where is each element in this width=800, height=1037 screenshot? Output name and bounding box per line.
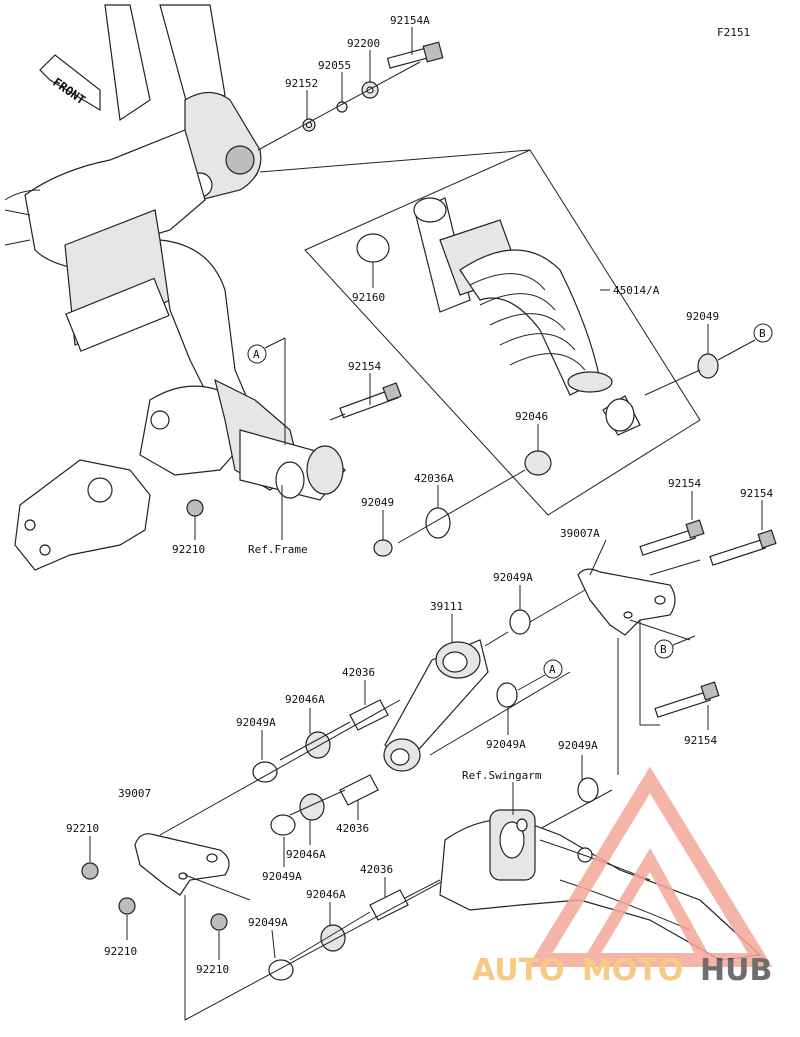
right-bolts bbox=[639, 519, 777, 718]
part-label-92049a-4: 92049A bbox=[558, 739, 598, 752]
frame-drawing bbox=[4, 4, 346, 571]
part-label-92154-low: 92154 bbox=[684, 734, 717, 747]
automotohub-logo: AUTO MOTO HUB bbox=[472, 766, 773, 988]
leader-lines bbox=[89, 27, 763, 960]
front-arrow: FRONT bbox=[39, 54, 101, 112]
svg-text:A: A bbox=[549, 663, 556, 676]
part-label-92154-r1: 92154 bbox=[668, 477, 701, 490]
part-label-92210-3: 92210 bbox=[196, 963, 229, 976]
part-label-92154-r2: 92154 bbox=[740, 487, 773, 500]
svg-text:B: B bbox=[759, 327, 766, 340]
logo-text-hub: HUB bbox=[700, 953, 772, 988]
part-label-92154-frame: 92154 bbox=[348, 360, 381, 373]
part-label-92210-2: 92210 bbox=[104, 945, 137, 958]
part-label-39111: 39111 bbox=[430, 600, 463, 613]
callout-b-bottom: B bbox=[654, 639, 674, 659]
diagram-code: F2151 bbox=[717, 26, 750, 39]
linkage-rod-39111 bbox=[383, 589, 586, 772]
part-label-92049a-6: 92049A bbox=[248, 916, 288, 929]
part-label-92049a-2: 92049A bbox=[236, 716, 276, 729]
top-hardware bbox=[257, 41, 444, 151]
part-label-92152: 92152 bbox=[285, 77, 318, 90]
part-label-92046-top: 92046 bbox=[515, 410, 548, 423]
part-label-45014a: 45014/A bbox=[613, 284, 660, 297]
part-label-92160: 92160 bbox=[352, 291, 385, 304]
part-label-92154a: 92154A bbox=[390, 14, 430, 27]
collars-bearings-washers bbox=[159, 609, 599, 981]
callout-b-top: B bbox=[753, 323, 773, 343]
part-label-39007a: 39007A bbox=[560, 527, 600, 540]
callout-a-top: A bbox=[247, 344, 267, 364]
part-label-92210-1: 92210 bbox=[66, 822, 99, 835]
part-label-92049a-5: 92049A bbox=[262, 870, 302, 883]
bracket-39007 bbox=[81, 789, 613, 1021]
logo-text-moto: MOTO bbox=[582, 953, 683, 988]
part-label-92200: 92200 bbox=[347, 37, 380, 50]
part-label-39007: 39007 bbox=[118, 787, 151, 800]
part-label-42036-2: 42036 bbox=[336, 822, 369, 835]
part-label-92049a-1: 92049A bbox=[493, 571, 533, 584]
logo-text-auto: AUTO bbox=[472, 953, 565, 988]
part-label-92055: 92055 bbox=[318, 59, 351, 72]
part-label-42036-1: 42036 bbox=[342, 666, 375, 679]
part-label-92049-top: 92049 bbox=[686, 310, 719, 323]
part-label-92049-mid: 92049 bbox=[361, 496, 394, 509]
part-label-92049a-3: 92049A bbox=[486, 738, 526, 751]
part-label-42036a: 42036A bbox=[414, 472, 454, 485]
shock-absorber-group bbox=[259, 149, 756, 516]
part-label-92046a-1: 92046A bbox=[285, 693, 325, 706]
bracket-39007a bbox=[577, 568, 691, 775]
callout-a-bottom: A bbox=[543, 659, 563, 679]
part-labels: F2151 92154A 92200 92055 92152 92160 450… bbox=[66, 14, 773, 976]
svg-text:A: A bbox=[253, 348, 260, 361]
part-label-92046a-2: 92046A bbox=[286, 848, 326, 861]
ref-swingarm-label: Ref.Swingarm bbox=[462, 769, 542, 782]
part-label-92210-frame: 92210 bbox=[172, 543, 205, 556]
part-label-42036-3: 42036 bbox=[360, 863, 393, 876]
svg-text:B: B bbox=[660, 643, 667, 656]
ref-frame-label: Ref.Frame bbox=[248, 543, 308, 556]
part-label-92046a-3: 92046A bbox=[306, 888, 346, 901]
